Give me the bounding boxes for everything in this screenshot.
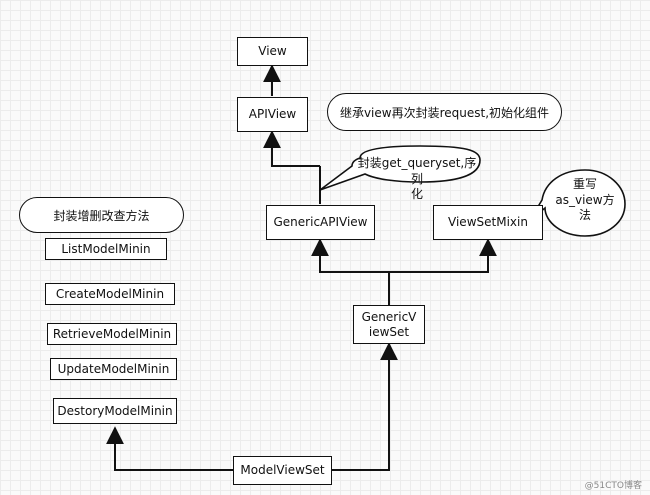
bubble-asview-note	[529, 169, 626, 237]
note-queryset: 封装get_queryset,序列 化	[352, 156, 482, 203]
node-viewset-mixin: ViewSetMixin	[433, 205, 543, 240]
edge-genericapiview-to-apiview-path	[263, 130, 320, 167]
edge-modelviewset-to-genericviewset	[332, 342, 398, 471]
mixin-list: ListModelMinin	[45, 238, 167, 260]
mixins-title: 封装增删改查方法	[19, 197, 184, 233]
node-generic-apiview: GenericAPIView	[266, 205, 375, 240]
note-asview-line3: 法	[578, 208, 591, 223]
note-apiview: 继承view再次封装request,初始化组件	[327, 93, 562, 131]
node-model-viewset: ModelViewSet	[233, 456, 332, 485]
mixin-retrieve: RetrieveModelMinin	[47, 323, 177, 345]
note-asview-line2: as_view方	[555, 192, 615, 207]
mixin-update: UpdateModelMinin	[50, 358, 177, 380]
edge-genericviewset-branch	[311, 238, 390, 305]
node-apiview: APIView	[237, 97, 308, 132]
bubble-queryset-note	[319, 145, 481, 191]
edge-modelviewset-to-mixins	[106, 426, 233, 471]
generic-viewset-line1: GenericV	[361, 309, 417, 324]
watermark: @51CTO博客	[584, 481, 642, 491]
note-queryset-line2: 化	[410, 187, 423, 202]
note-asview-line1: 重写	[572, 177, 597, 191]
node-generic-viewset: GenericV iewSet	[353, 305, 425, 344]
generic-viewset-line2: iewSet	[368, 324, 410, 339]
mixin-destory: DestoryModelMinin	[53, 398, 177, 424]
edge-genericviewset-to-viewsetmixin	[389, 238, 497, 273]
mixin-create: CreateModelMinin	[45, 283, 175, 305]
note-queryset-line1: 封装get_queryset,序列	[357, 156, 477, 186]
node-view: View	[237, 37, 308, 66]
note-asview: 重写 as_view方 法	[548, 177, 622, 224]
